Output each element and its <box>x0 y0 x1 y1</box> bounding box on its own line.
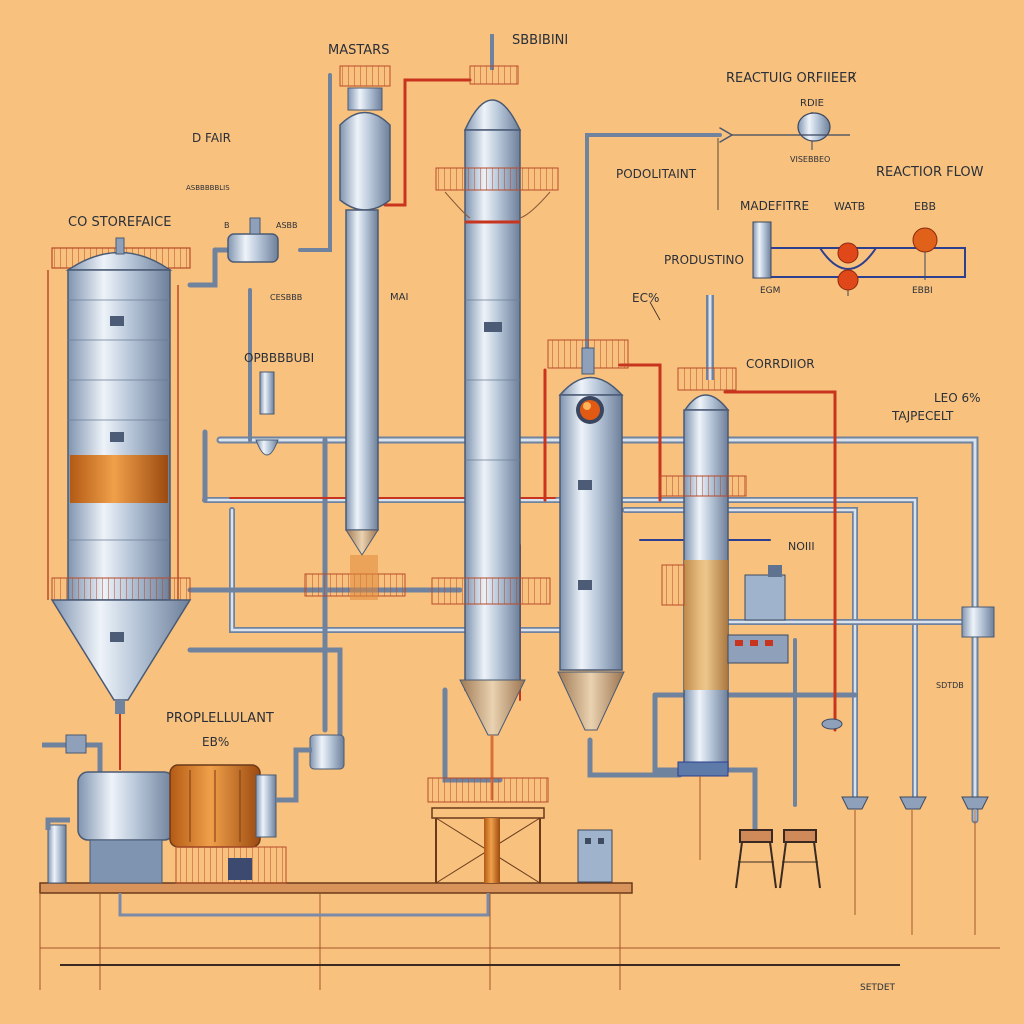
distillation-column <box>427 34 559 884</box>
label-leo-pct: LEO 6% <box>934 391 981 405</box>
label-egm-a: EGM <box>760 286 780 296</box>
label-mastars: MASTARS <box>328 43 389 58</box>
label-ec-pct: EC% <box>632 291 659 305</box>
label-madefitre: MADEFITRE <box>740 199 809 213</box>
label-visebbeo: VISEBBEO <box>790 155 830 164</box>
label-propellant: PROPLELLULANT <box>166 711 274 726</box>
label-asbbbb: ASBBBBBLIS <box>186 184 230 192</box>
reactor-flow-schematic <box>732 112 966 296</box>
label-ebb-b: EBBI <box>912 286 933 296</box>
label-setbet: SETDET <box>860 983 896 993</box>
mastars-column <box>304 65 406 600</box>
instrument-panel <box>577 565 995 883</box>
support-stands <box>735 829 821 889</box>
label-watb: WATB <box>834 200 865 213</box>
base-platform <box>39 882 1000 990</box>
label-d-fair: D FAIR <box>192 131 231 145</box>
reactor-vessel <box>547 339 629 731</box>
label-mai: MAI <box>390 292 408 303</box>
pump-motor <box>42 734 312 884</box>
label-leaders <box>649 71 857 321</box>
label-co-storefaice: CO STOREFAICE <box>68 215 171 230</box>
drain-nozzles <box>821 718 989 935</box>
label-eb-pct: EB% <box>202 735 229 749</box>
label-podolitaint: PODOLITAINT <box>616 167 697 181</box>
condenser-column <box>659 295 747 860</box>
label-opbbbbi: OPBBBBUBI <box>244 351 314 365</box>
valve-icon <box>227 217 345 770</box>
label-asbb-small: ASBB <box>276 221 298 230</box>
label-reactive-code: RDIE <box>800 98 824 109</box>
label-sdtdb: SDTDB <box>936 681 964 690</box>
storage-silo <box>47 237 192 770</box>
label-ebb: EBB <box>914 200 936 213</box>
label-reactive-orifice: REACTUIG ORFIIEER <box>726 71 856 86</box>
label-tapecelt: TAJPECELT <box>891 409 954 423</box>
label-noni: NOIII <box>788 540 815 553</box>
label-reactior-flow: REACTIOR FLOW <box>876 165 984 180</box>
label-corrdiior: CORRDIIOR <box>746 357 815 371</box>
label-sbbibini: SBBIBINI <box>512 33 568 48</box>
label-produstino: PRODUSTINO <box>664 253 744 267</box>
label-b-code: B <box>224 221 230 230</box>
label-cesbbb: CESBBB <box>270 293 302 302</box>
